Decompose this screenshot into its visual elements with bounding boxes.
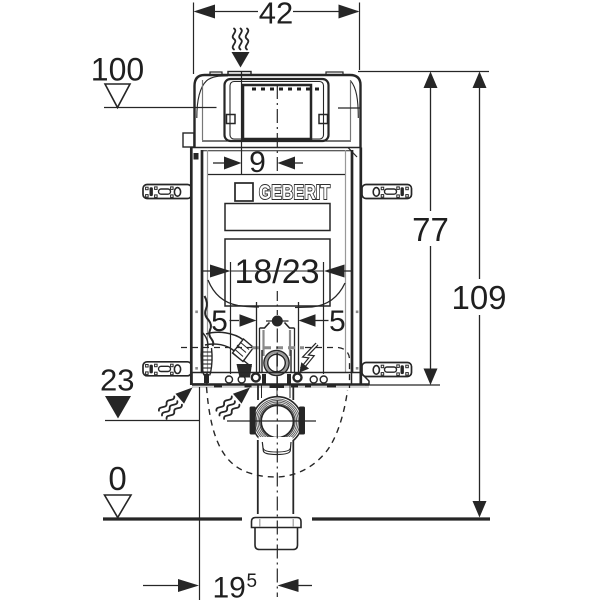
svg-text:5: 5 bbox=[329, 305, 346, 338]
svg-text:18/23: 18/23 bbox=[234, 253, 319, 291]
svg-text:19: 19 bbox=[213, 572, 246, 600]
svg-text:100: 100 bbox=[91, 52, 144, 88]
svg-text:23: 23 bbox=[100, 363, 134, 398]
svg-text:109: 109 bbox=[451, 279, 506, 316]
svg-text:77: 77 bbox=[412, 211, 449, 248]
svg-text:42: 42 bbox=[259, 0, 293, 31]
svg-text:0: 0 bbox=[108, 460, 126, 497]
svg-text:GEBERIT: GEBERIT bbox=[259, 181, 330, 204]
svg-text:5: 5 bbox=[211, 305, 228, 338]
svg-text:5: 5 bbox=[247, 571, 258, 592]
svg-text:9: 9 bbox=[249, 146, 266, 179]
